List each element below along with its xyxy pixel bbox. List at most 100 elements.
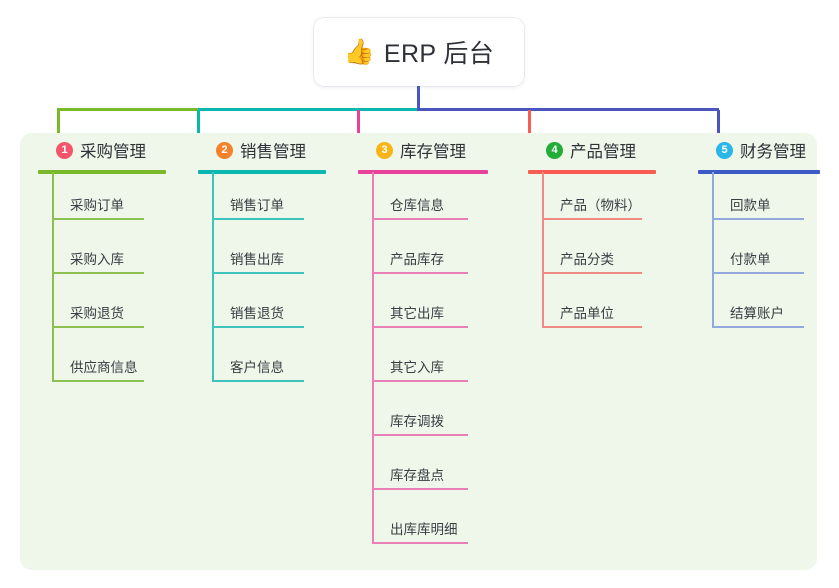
- header-rule-sales: [198, 170, 326, 174]
- spine-inventory: [372, 172, 374, 544]
- item-label-inventory-5: 库存盘点: [390, 468, 444, 483]
- drop-sales: [197, 110, 200, 138]
- item-rule-product-0: [542, 218, 642, 220]
- item-label-product-1: 产品分类: [560, 252, 614, 267]
- bus-blue: [417, 108, 719, 111]
- root-title: ERP 后台: [383, 40, 495, 68]
- item-label-inventory-1: 产品库存: [390, 252, 444, 267]
- list-item[interactable]: 库存调拨: [358, 388, 468, 442]
- items-finance: 回款单付款单结算账户: [698, 172, 806, 334]
- header-rule-purchase: [38, 170, 166, 174]
- list-item[interactable]: 回款单: [698, 172, 806, 226]
- item-label-purchase-3: 供应商信息: [70, 360, 138, 375]
- list-item[interactable]: 产品库存: [358, 226, 468, 280]
- column-title-sales: 销售管理: [240, 143, 306, 161]
- column-title-purchase: 采购管理: [80, 143, 146, 161]
- column-title-inventory: 库存管理: [400, 143, 466, 161]
- items-product: 产品（物料） 产品分类产品单位: [528, 172, 642, 334]
- item-rule-sales-0: [212, 218, 304, 220]
- drop-product: [528, 110, 531, 138]
- header-rule-inventory: [358, 170, 488, 174]
- list-item[interactable]: 产品（物料）: [528, 172, 642, 226]
- bus-green: [57, 108, 198, 111]
- item-rule-inventory-2: [372, 326, 468, 328]
- item-label-sales-1: 销售出库: [230, 252, 284, 267]
- item-label-finance-1: 付款单: [730, 252, 771, 267]
- header-rule-finance: [698, 170, 820, 174]
- drop-inventory: [357, 110, 360, 138]
- list-item[interactable]: 产品单位: [528, 280, 642, 334]
- item-label-finance-0: 回款单: [730, 198, 771, 213]
- thumbs-up-icon: 👍: [343, 37, 375, 66]
- list-item[interactable]: 供应商信息: [38, 334, 146, 388]
- list-item[interactable]: 销售出库: [198, 226, 306, 280]
- item-rule-inventory-0: [372, 218, 468, 220]
- item-rule-finance-2: [712, 326, 804, 328]
- item-rule-finance-0: [712, 218, 804, 220]
- item-rule-purchase-2: [52, 326, 144, 328]
- column-purchase: 1 采购管理采购订单采购入库采购退货供应商信息: [38, 133, 166, 388]
- item-rule-finance-1: [712, 272, 804, 274]
- list-item[interactable]: 采购入库: [38, 226, 146, 280]
- item-rule-inventory-3: [372, 380, 468, 382]
- item-label-inventory-4: 库存调拨: [390, 414, 444, 429]
- mindmap-panel: 1 采购管理采购订单采购入库采购退货供应商信息 2 销售管理销售订单销售出库销售退货客…: [20, 133, 820, 570]
- spine-sales: [212, 172, 214, 382]
- column-header-inventory[interactable]: 3 库存管理: [358, 133, 466, 167]
- list-item[interactable]: 其它入库: [358, 334, 468, 388]
- list-item[interactable]: 结算账户: [698, 280, 806, 334]
- item-label-sales-0: 销售订单: [230, 198, 284, 213]
- item-rule-purchase-3: [52, 380, 144, 382]
- item-rule-purchase-1: [52, 272, 144, 274]
- bus-teal: [198, 108, 419, 111]
- badge-sales: 2: [216, 141, 233, 159]
- drop-purchase: [57, 110, 60, 138]
- list-item[interactable]: 产品分类: [528, 226, 642, 280]
- item-rule-sales-2: [212, 326, 304, 328]
- badge-inventory: 3: [376, 141, 393, 159]
- item-rule-sales-1: [212, 272, 304, 274]
- list-item[interactable]: 销售退货: [198, 280, 306, 334]
- item-label-finance-2: 结算账户: [730, 306, 784, 321]
- badge-product: 4: [546, 141, 563, 159]
- column-inventory: 3 库存管理仓库信息产品库存其它出库其它入库库存调拨库存盘点出库库明细: [358, 133, 488, 550]
- header-rule-product: [528, 170, 656, 174]
- column-header-sales[interactable]: 2 销售管理: [198, 133, 306, 167]
- list-item[interactable]: 客户信息: [198, 334, 306, 388]
- root-node-card[interactable]: 👍 ERP 后台: [314, 18, 524, 86]
- item-rule-purchase-0: [52, 218, 144, 220]
- item-rule-inventory-6: [372, 542, 468, 544]
- badge-purchase: 1: [56, 141, 73, 159]
- spine-purchase: [52, 172, 54, 382]
- items-inventory: 仓库信息产品库存其它出库其它入库库存调拨库存盘点出库库明细: [358, 172, 468, 550]
- column-sales: 2 销售管理销售订单销售出库销售退货客户信息: [198, 133, 326, 388]
- item-rule-inventory-5: [372, 488, 468, 490]
- item-label-purchase-1: 采购入库: [70, 252, 124, 267]
- list-item[interactable]: 出库库明细: [358, 496, 468, 550]
- list-item[interactable]: 付款单: [698, 226, 806, 280]
- badge-finance: 5: [716, 141, 733, 159]
- column-header-purchase[interactable]: 1 采购管理: [38, 133, 146, 167]
- item-label-inventory-3: 其它入库: [390, 360, 444, 375]
- list-item[interactable]: 其它出库: [358, 280, 468, 334]
- items-sales: 销售订单销售出库销售退货客户信息: [198, 172, 306, 388]
- items-purchase: 采购订单采购入库采购退货供应商信息: [38, 172, 146, 388]
- item-rule-inventory-4: [372, 434, 468, 436]
- drop-finance: [717, 110, 720, 138]
- list-item[interactable]: 采购退货: [38, 280, 146, 334]
- list-item[interactable]: 采购订单: [38, 172, 146, 226]
- list-item[interactable]: 库存盘点: [358, 442, 468, 496]
- item-label-product-0: 产品（物料）: [560, 198, 641, 213]
- list-item[interactable]: 销售订单: [198, 172, 306, 226]
- item-label-inventory-0: 仓库信息: [390, 198, 444, 213]
- item-label-inventory-6: 出库库明细: [390, 522, 458, 537]
- list-item[interactable]: 仓库信息: [358, 172, 468, 226]
- item-label-product-2: 产品单位: [560, 306, 614, 321]
- item-label-purchase-2: 采购退货: [70, 306, 124, 321]
- spine-product: [542, 172, 544, 328]
- root-trunk-line: [417, 86, 420, 110]
